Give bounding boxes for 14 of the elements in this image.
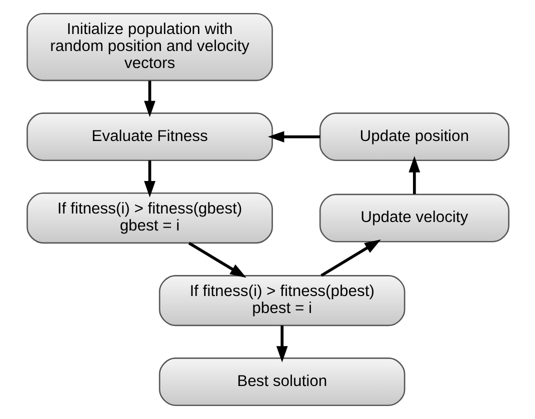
arrow xyxy=(276,325,288,362)
node-box: Update position xyxy=(318,112,509,162)
arrow xyxy=(320,240,380,277)
node-box: If fitness(i) > fitness(gbest) gbest = i xyxy=(26,192,272,244)
node-box: Initialize population with random position and velocity vectors xyxy=(26,12,272,82)
arrow xyxy=(267,131,320,142)
node-box: Evaluate Fitness xyxy=(26,112,272,162)
arrow xyxy=(144,80,155,118)
arrow xyxy=(188,242,246,278)
arrow xyxy=(408,156,420,194)
node-box: Update velocity xyxy=(318,194,509,242)
node-box: Best solution xyxy=(158,358,405,406)
arrow xyxy=(144,160,155,198)
node-box: If fitness(i) > fitness(pbest) pbest = i xyxy=(158,275,405,326)
